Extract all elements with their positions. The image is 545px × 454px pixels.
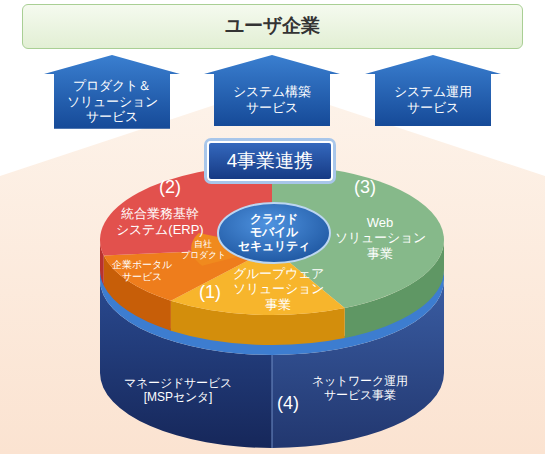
node-text: Web ソリューション 事業: [331, 215, 429, 262]
hub-badge: 4事業連携: [207, 141, 334, 182]
arrow-shape: [204, 55, 340, 126]
house-background: [0, 86, 545, 454]
cylinder-area: ネットワーク運用 サービス事業: [309, 374, 411, 403]
cylinder-area: マネージドサービス [MSPセンタ]: [121, 376, 235, 405]
segment-area: グループウェア ソリューション 事業: [229, 266, 327, 313]
callout-number: (2): [159, 178, 181, 198]
callout-number: (1): [199, 283, 221, 303]
business-pie: [100, 165, 444, 448]
segment-area: 自社 プロダクト: [178, 239, 228, 261]
service-arrow: システム構築 サービス: [204, 55, 340, 126]
center-ellipse: [218, 203, 330, 263]
node-text: マネージドサービス [MSPセンタ]: [121, 376, 235, 405]
node-text: ネットワーク運用 サービス事業: [309, 374, 411, 403]
node-text: 自社 プロダクト: [178, 239, 228, 261]
node-text: ユーザ企業: [31, 15, 514, 38]
cylinder-divider: [272, 355, 273, 448]
node-text: 企業ポータル サービス: [109, 259, 175, 283]
arrow-shape: [365, 55, 501, 126]
segment-area: Web ソリューション 事業: [331, 215, 429, 262]
node-text: システム構築 サービス: [229, 84, 315, 115]
service-arrow: プロダクト＆ ソリューション サービス: [44, 55, 180, 129]
callout-number: (4): [277, 394, 299, 414]
center-area: クラウド モバイル セキュリティ: [233, 213, 315, 253]
callout-number: (3): [354, 178, 376, 198]
top-box: ユーザ企業: [22, 4, 523, 49]
arrow-shape: [44, 55, 180, 129]
node-text: 統合業務基幹 システム(ERP): [113, 206, 207, 237]
node-text: クラウド モバイル セキュリティ: [233, 213, 315, 253]
service-arrow: システム運用 サービス: [365, 55, 501, 126]
node-text: 4事業連携: [227, 150, 314, 173]
node-text: グループウェア ソリューション 事業: [229, 266, 327, 313]
node-text: システム運用 サービス: [390, 84, 476, 115]
segment-area: 統合業務基幹 システム(ERP): [113, 206, 207, 237]
node-text: プロダクト＆ ソリューション サービス: [63, 78, 161, 125]
segment-area: 企業ポータル サービス: [109, 259, 175, 283]
